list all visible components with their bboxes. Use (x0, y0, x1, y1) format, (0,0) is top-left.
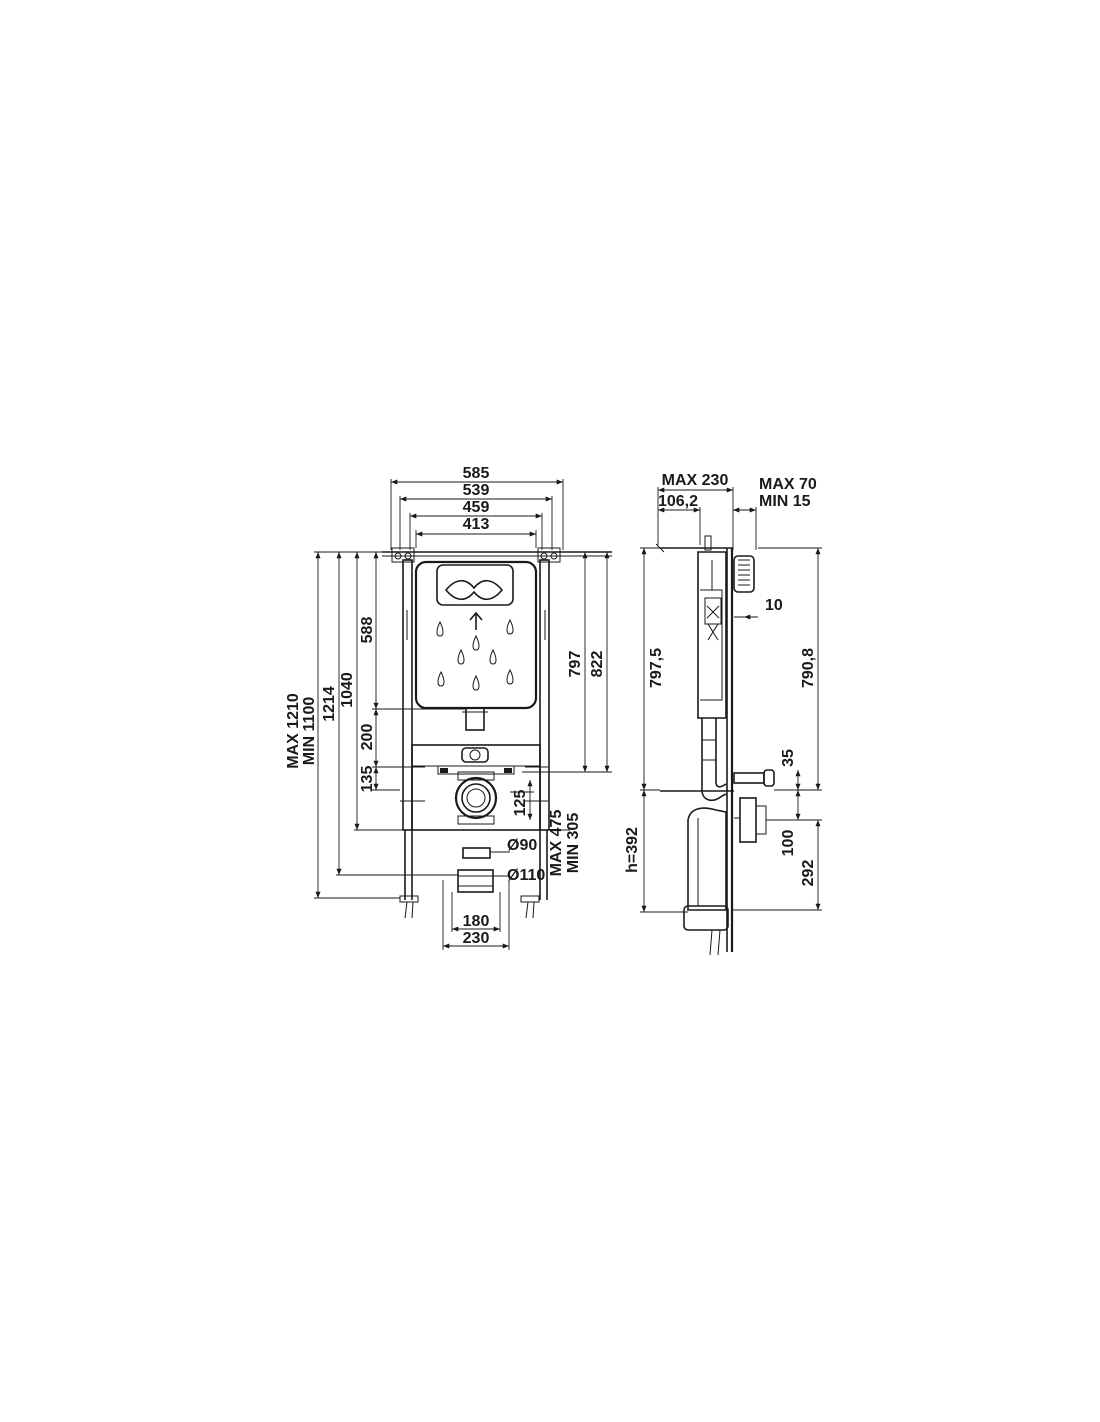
side-292-label: 292 (800, 860, 817, 887)
height-125-label: 125 (512, 790, 529, 817)
side-790-8-label: 790,8 (800, 648, 817, 688)
height-135-label: 135 (359, 766, 376, 793)
width-585-label: 585 (463, 465, 490, 482)
side-100-label: 100 (780, 830, 797, 857)
bottom-width-dimensions: 180 230 (442, 880, 510, 950)
pipe-d110-label: Ø110 (507, 867, 545, 884)
top-width-dimensions: 585 539 459 413 (390, 465, 564, 550)
height-max-label: MAX 1210 (285, 693, 302, 769)
height-588-label: 588 (359, 617, 376, 644)
width-413-label: 413 (463, 516, 490, 533)
height-797-label: 797 (567, 651, 584, 678)
cistern-tank (414, 560, 538, 731)
side-max230-label: MAX 230 (662, 472, 729, 489)
arrow-up-icon (469, 611, 483, 630)
height-200-label: 200 (359, 724, 376, 751)
pipe-diameter-labels: Ø90 Ø110 (490, 837, 545, 884)
side-top-dimensions: MAX 230 106,2 MAX 70 MIN 15 (657, 472, 817, 550)
side-dimensions: 10 797,5 h=392 790,8 35 100 292 (624, 547, 822, 913)
width-539-label: 539 (463, 482, 490, 499)
side-frame-profile (655, 535, 775, 956)
side-view: MAX 230 106,2 MAX 70 MIN 15 (624, 472, 822, 956)
height-1214-label: 1214 (321, 686, 338, 722)
side-min15-label: MIN 15 (759, 493, 811, 510)
front-view: 585 539 459 413 (285, 465, 612, 950)
height-1040-label: 1040 (339, 672, 356, 708)
height-822-label: 822 (589, 651, 606, 678)
pipe-d90-label: Ø90 (507, 837, 537, 854)
right-height-dimensions: 797 822 125 MAX 475 MIN 305 (510, 551, 612, 877)
width-230-label: 230 (463, 930, 490, 947)
flush-plate-icon (733, 555, 755, 593)
side-35-label: 35 (780, 749, 797, 767)
brand-logo-icon (444, 579, 504, 601)
width-180-label: 180 (463, 913, 490, 930)
side-10-label: 10 (765, 597, 783, 614)
height-min-label: MIN 1100 (301, 697, 318, 766)
side-797-5-label: 797,5 (648, 648, 665, 688)
height-max475-label: MAX 475 (548, 810, 565, 877)
water-drops-icon (436, 618, 514, 691)
side-max70-label: MAX 70 (759, 476, 817, 493)
drain-assembly (437, 747, 515, 893)
left-height-dimensions: MAX 1210 MIN 1100 1214 1040 588 200 135 (285, 551, 466, 899)
height-min305-label: MIN 305 (565, 813, 582, 874)
side-h392-label: h=392 (624, 827, 641, 873)
side-106-label: 106,2 (658, 493, 698, 510)
width-459-label: 459 (463, 499, 490, 516)
